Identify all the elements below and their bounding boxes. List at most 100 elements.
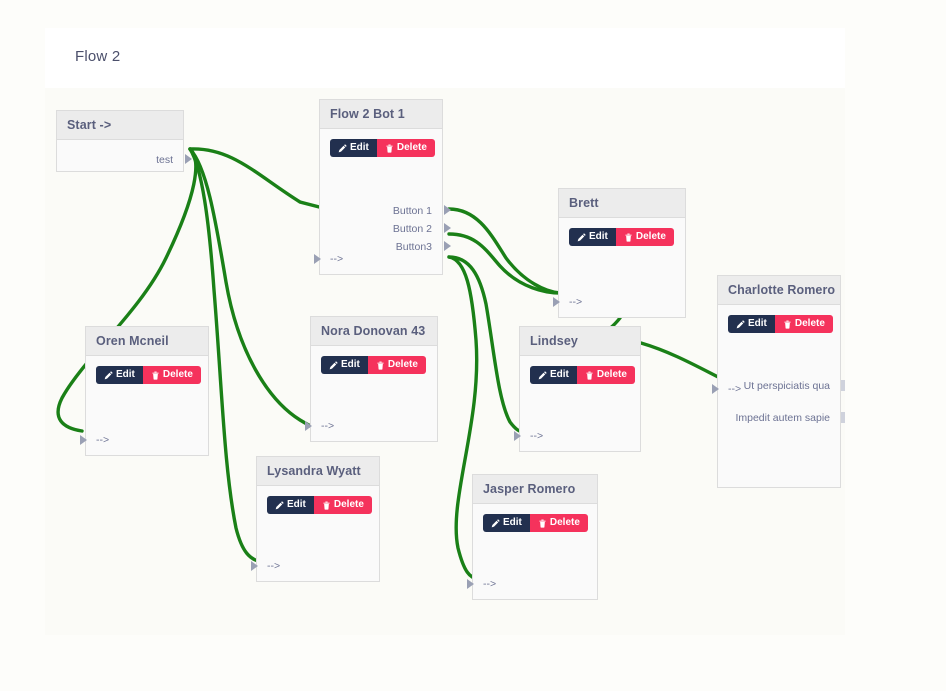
delete-button[interactable]: Delete: [615, 228, 674, 246]
node-title-lindsey: Lindsey: [520, 327, 640, 356]
output-port-label: test: [156, 154, 173, 166]
edit-button-label: Edit: [116, 369, 135, 380]
input-port[interactable]: -->: [467, 575, 506, 593]
delete-button-label: Delete: [596, 369, 627, 380]
input-port-label: -->: [483, 578, 497, 590]
output-port[interactable]: Button 1: [383, 202, 451, 220]
port-arrow-icon: [305, 421, 312, 431]
node-body-nora: Edit Delete -->: [305, 346, 437, 439]
pencil-icon: [329, 360, 338, 370]
output-ports-start: test: [146, 151, 192, 169]
input-port-label: -->: [330, 253, 344, 265]
edit-button[interactable]: Edit: [321, 356, 368, 374]
edit-button[interactable]: Edit: [728, 315, 775, 333]
edit-button-label: Edit: [341, 359, 360, 370]
input-ports-lysandra: -->: [251, 557, 290, 575]
delete-button-label: Delete: [549, 517, 580, 528]
edit-button-label: Edit: [589, 231, 608, 242]
node-actions-brett: Edit Delete: [569, 228, 674, 246]
port-arrow-icon: [712, 384, 719, 394]
flow-node-start[interactable]: Start -> test: [56, 110, 192, 172]
pencil-icon: [104, 370, 113, 380]
node-actions-oren: Edit Delete: [96, 366, 201, 384]
edit-button-label: Edit: [748, 318, 767, 329]
trash-icon: [783, 320, 792, 329]
delete-button-label: Delete: [635, 231, 666, 242]
output-port[interactable]: Button3: [383, 238, 451, 256]
node-body-lysandra: Edit Delete -->: [251, 486, 379, 579]
edit-button[interactable]: Edit: [330, 139, 377, 157]
output-port-label: Ut perspiciatis qua: [743, 380, 830, 392]
port-arrow-icon: [553, 297, 560, 307]
delete-button-label: Delete: [387, 359, 418, 370]
trash-icon: [624, 233, 633, 242]
input-ports-oren: -->: [80, 431, 119, 449]
output-port-label: Impedit autem sapie: [735, 412, 830, 425]
delete-button-label: Delete: [333, 499, 364, 510]
port-arrow-icon: [314, 254, 321, 264]
delete-button[interactable]: Delete: [529, 514, 588, 532]
input-port[interactable]: -->: [514, 427, 553, 445]
output-port[interactable]: Ut perspiciatis qua: [725, 377, 845, 395]
node-title-jasper: Jasper Romero: [473, 475, 597, 504]
port-arrow-icon: [514, 431, 521, 441]
pencil-icon: [338, 143, 347, 153]
node-actions-charlotte: Edit Delete: [728, 315, 833, 333]
trash-icon: [585, 371, 594, 380]
pencil-icon: [577, 232, 586, 242]
trash-icon: [151, 371, 160, 380]
node-body-oren: Edit Delete -->: [80, 356, 208, 453]
edit-button[interactable]: Edit: [267, 496, 314, 514]
input-port-label: -->: [96, 434, 110, 446]
input-port[interactable]: -->: [251, 557, 290, 575]
output-port[interactable]: test: [146, 151, 192, 169]
delete-button-label: Delete: [794, 318, 825, 329]
port-arrow-icon: [467, 579, 474, 589]
node-title-charlotte: Charlotte Romero: [718, 276, 840, 305]
input-port-label: -->: [321, 420, 335, 432]
page-title: Flow 2: [75, 48, 121, 65]
pencil-icon: [491, 518, 500, 528]
input-port[interactable]: -->: [80, 431, 119, 449]
port-arrow-icon: [185, 154, 192, 164]
delete-button[interactable]: Delete: [376, 139, 435, 157]
delete-button[interactable]: Delete: [367, 356, 426, 374]
trash-icon: [322, 501, 331, 510]
output-port[interactable]: Impedit autem sapie: [725, 409, 845, 427]
delete-button[interactable]: Delete: [313, 496, 372, 514]
node-title-start: Start ->: [57, 111, 183, 140]
trash-icon: [385, 144, 394, 153]
node-actions-jasper: Edit Delete: [483, 514, 588, 532]
input-port[interactable]: -->: [305, 417, 344, 435]
delete-button[interactable]: Delete: [576, 366, 635, 384]
output-port-label: Button 2: [392, 223, 432, 236]
input-ports-flow2bot1: -->: [314, 250, 353, 268]
output-port[interactable]: Button 2: [383, 220, 451, 238]
input-ports-nora: -->: [305, 417, 344, 435]
input-port[interactable]: -->: [553, 293, 592, 311]
delete-button-label: Delete: [162, 369, 193, 380]
edit-button[interactable]: Edit: [96, 366, 143, 384]
node-body-jasper: Edit Delete -->: [467, 504, 597, 597]
edit-button-label: Edit: [503, 517, 522, 528]
delete-button[interactable]: Delete: [774, 315, 833, 333]
edit-button[interactable]: Edit: [530, 366, 577, 384]
edit-button[interactable]: Edit: [483, 514, 530, 532]
input-port[interactable]: -->: [712, 380, 751, 398]
edit-button[interactable]: Edit: [569, 228, 616, 246]
port-arrow-icon: [444, 241, 451, 252]
input-ports-jasper: -->: [467, 575, 506, 593]
input-port-label: -->: [530, 430, 544, 442]
delete-button[interactable]: Delete: [142, 366, 201, 384]
input-port[interactable]: -->: [314, 250, 353, 268]
